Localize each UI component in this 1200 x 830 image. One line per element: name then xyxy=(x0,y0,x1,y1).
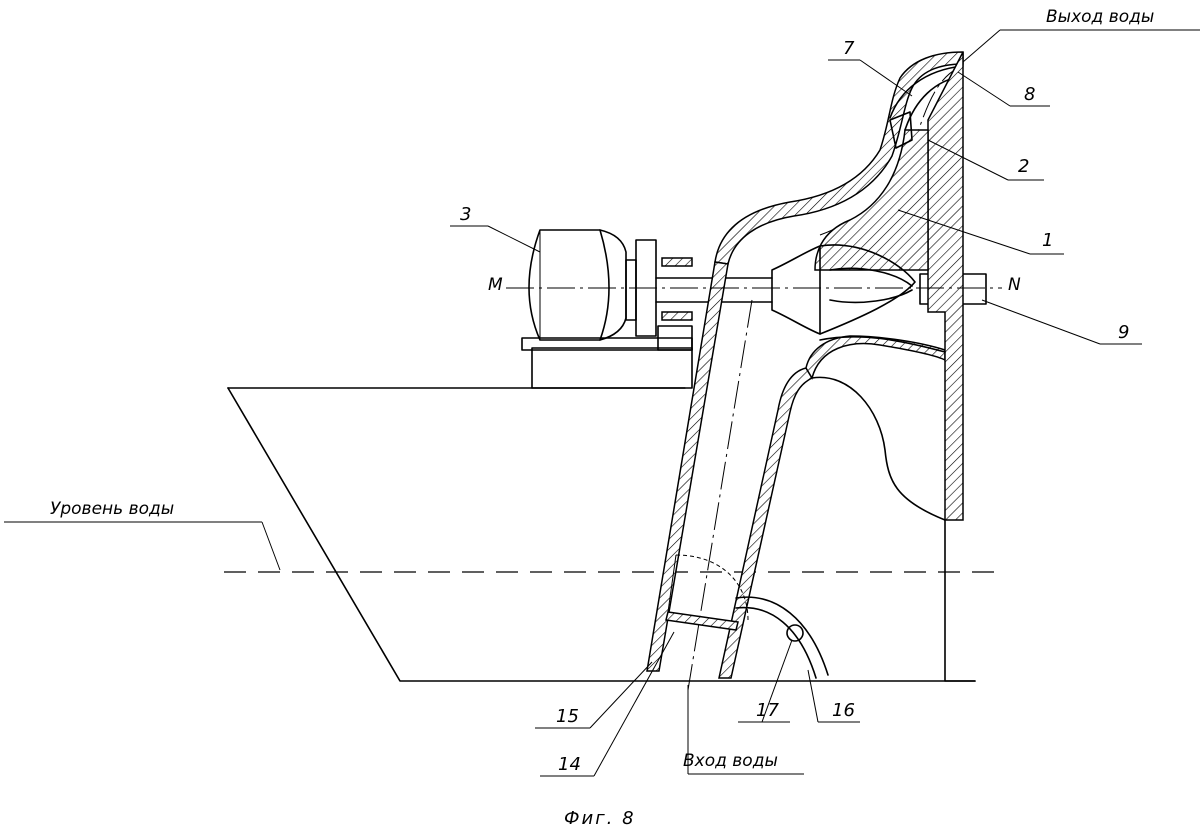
callout-3: 3 xyxy=(460,204,471,225)
hull xyxy=(227,387,976,682)
inlet-flap xyxy=(665,554,749,631)
axis-end-label: N xyxy=(1008,275,1021,295)
pump-casing xyxy=(646,51,964,679)
water-inlet-label: Вход воды xyxy=(683,751,778,771)
bypass-pipe xyxy=(735,596,829,679)
water-level-label: Уровень воды xyxy=(50,499,174,519)
callout-7: 7 xyxy=(843,38,855,59)
callout-1: 1 xyxy=(1042,230,1053,251)
axis-start-label: M xyxy=(488,275,503,295)
callout-9: 9 xyxy=(1118,322,1129,343)
callout-15: 15 xyxy=(556,706,579,727)
callout-14: 14 xyxy=(558,754,581,775)
pipe-centerline xyxy=(687,299,753,691)
electric-motor xyxy=(521,229,693,389)
labels: Выход воды Уровень воды Вход воды M N xyxy=(4,7,1200,775)
water-outlet-label: Выход воды xyxy=(1046,7,1154,27)
figure-caption: Фиг. 8 xyxy=(564,808,636,829)
callout-2: 2 xyxy=(1018,156,1029,177)
callout-16: 16 xyxy=(832,700,855,721)
callout-8: 8 xyxy=(1024,84,1035,105)
callout-17: 17 xyxy=(756,700,779,721)
callouts: 7 8 2 1 9 3 15 14 17 16 xyxy=(450,38,1142,777)
